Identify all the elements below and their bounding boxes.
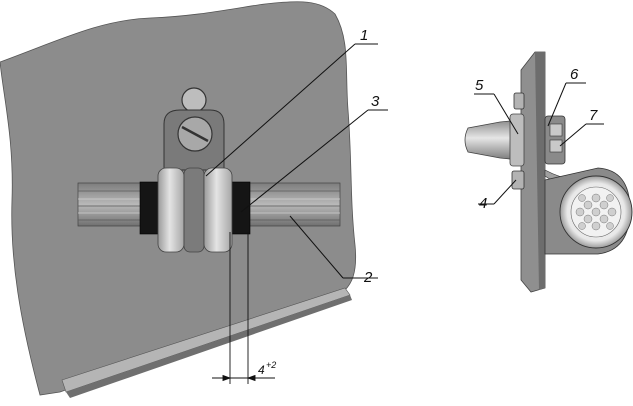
leader-lines-left — [205, 43, 388, 279]
callout-2: 2 — [363, 269, 373, 286]
dimension-tolerance: +2 — [266, 360, 276, 370]
insulator-cone — [464, 113, 525, 167]
callout-1: 1 — [360, 27, 368, 44]
clamp-bracket — [163, 87, 225, 171]
side-panel-plate — [520, 51, 546, 293]
callout-7: 7 — [589, 107, 598, 124]
cable-drum — [544, 167, 633, 255]
callout-3: 3 — [371, 93, 380, 110]
callout-4: 4 — [479, 195, 487, 212]
clamp-rings — [139, 167, 251, 253]
mounting-bolts — [511, 92, 525, 190]
gap-dimension — [212, 232, 275, 384]
callout-5: 5 — [475, 77, 484, 94]
leader-lines-right — [474, 82, 604, 205]
callout-6: 6 — [570, 66, 579, 83]
dimension-value: 4 — [258, 363, 265, 377]
